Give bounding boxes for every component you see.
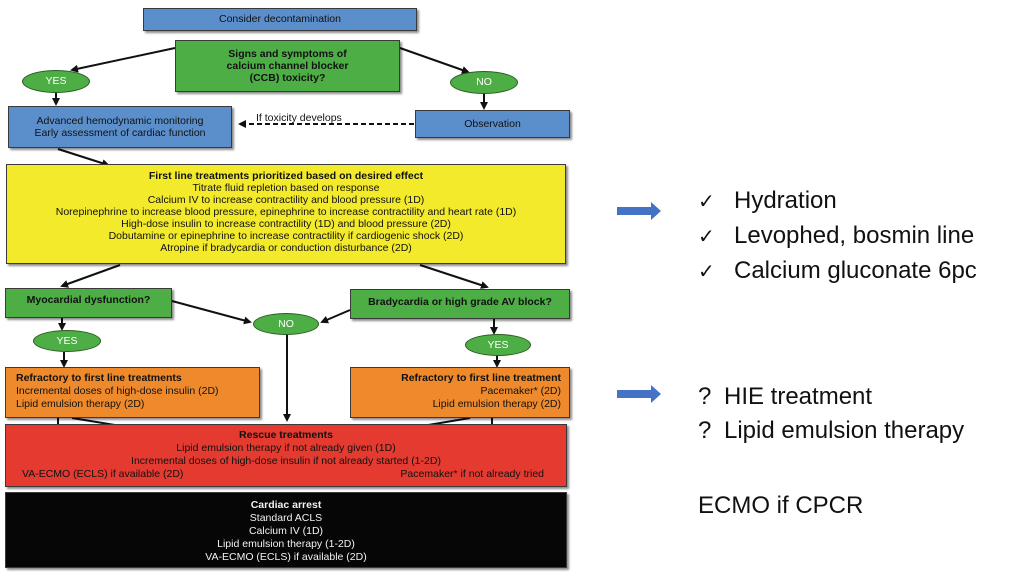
cardiac-arrest-item: Calcium IV (1D) <box>248 525 324 537</box>
monitoring-line-1: Advanced hemodynamic monitoring <box>36 115 204 127</box>
no-ellipse-top: NO <box>450 71 518 94</box>
arrow-signs-to-yes <box>70 47 176 73</box>
note-text: Calcium gluconate 6pc <box>734 257 977 284</box>
note-item-levophed: ✓ Levophed, bosmin line <box>698 219 977 254</box>
pointer-arrow-second <box>617 385 661 403</box>
first-line-item: Titrate fluid repletion based on respons… <box>192 182 380 194</box>
question-notes-list: ? HIE treatment ? Lipid emulsion therapy <box>698 380 964 448</box>
question-mark-icon: ? <box>698 383 712 410</box>
cardiac-arrest-item: VA-ECMO (ECLS) if available (2D) <box>205 551 367 563</box>
note-text: Levophed, bosmin line <box>734 222 975 249</box>
observation-box: Observation <box>415 110 570 138</box>
arrow-firstline-to-myocardial <box>60 264 121 288</box>
checked-notes-list: ✓ Hydration ✓ Levophed, bosmin line ✓ Calci… <box>698 184 977 289</box>
if-toxicity-develops-label: If toxicity develops <box>256 112 342 124</box>
refractory-right-item: Lipid emulsion therapy (2D) <box>432 398 561 410</box>
question-mark-icon: ? <box>698 417 712 444</box>
check-icon: ✓ <box>698 191 715 213</box>
check-icon: ✓ <box>698 226 715 248</box>
note-text: HIE treatment <box>724 383 873 410</box>
signs-line-3: (CCB) toxicity? <box>249 72 326 84</box>
rescue-item: Lipid emulsion therapy if not already gi… <box>176 442 396 454</box>
check-icon: ✓ <box>698 261 715 283</box>
rescue-treatments-box: Rescue treatments Lipid emulsion therapy… <box>5 424 567 487</box>
refractory-right-title: Refractory to first line treatment <box>401 372 561 384</box>
bradycardia-box: Bradycardia or high grade AV block? <box>350 289 570 319</box>
monitoring-line-2: Early assessment of cardiac function <box>34 127 206 139</box>
note-text: Hydration <box>734 187 837 214</box>
arrow-myocardial-to-no <box>171 300 252 325</box>
cardiac-arrest-box: Cardiac arrest Standard ACLS Calcium IV … <box>5 492 567 568</box>
yes-ellipse-right: YES <box>465 334 531 356</box>
rescue-left-item: VA-ECMO (ECLS) if available (2D) <box>22 468 184 480</box>
signs-line-1: Signs and symptoms of <box>228 48 347 60</box>
refractory-left-title: Refractory to first line treatments <box>16 372 182 384</box>
cardiac-arrest-title: Cardiac arrest <box>250 499 322 511</box>
pointer-arrow-first <box>617 202 661 220</box>
first-line-title: First line treatments prioritized based … <box>148 170 424 182</box>
myocardial-dysfunction-box: Myocardial dysfunction? <box>5 288 172 318</box>
note-item-lipid: ? Lipid emulsion therapy <box>698 414 964 448</box>
refractory-left-box: Refractory to first line treatments Incr… <box>5 367 260 418</box>
refractory-right-box: Refractory to first line treatment Pacem… <box>350 367 570 418</box>
yes-ellipse-top: YES <box>22 70 90 93</box>
ecmo-note: ECMO if CPCR <box>698 492 864 519</box>
note-item-calcium: ✓ Calcium gluconate 6pc <box>698 254 977 289</box>
arrow-bradycardia-to-no <box>320 309 351 324</box>
cardiac-arrest-item: Lipid emulsion therapy (1-2D) <box>217 538 355 550</box>
rescue-right-item: Pacemaker* if not already tried <box>400 468 544 480</box>
pointer-arrows <box>617 202 661 403</box>
refractory-left-item: Lipid emulsion therapy (2D) <box>16 398 145 410</box>
note-text: Lipid emulsion therapy <box>724 417 965 444</box>
no-ellipse-middle: NO <box>253 313 319 335</box>
first-line-item: High-dose insulin to increase contractil… <box>121 218 451 230</box>
first-line-item: Dobutamine or epinephrine to increase co… <box>108 230 464 242</box>
note-item-hydration: ✓ Hydration <box>698 184 977 219</box>
first-line-item: Calcium IV to increase contractility and… <box>147 194 425 206</box>
rescue-title: Rescue treatments <box>239 429 333 441</box>
first-line-item: Atropine if bradycardia or conduction di… <box>160 242 412 254</box>
arrow-firstline-to-bradycardia <box>419 264 489 289</box>
cardiac-arrest-item: Standard ACLS <box>249 512 323 524</box>
yes-ellipse-left: YES <box>33 330 101 352</box>
arrow-monitoring-to-firstline <box>57 148 110 167</box>
note-item-hie: ? HIE treatment <box>698 380 964 414</box>
signs-line-2: calcium channel blocker <box>226 60 349 72</box>
rescue-item: Incremental doses of high-dose insulin i… <box>131 455 441 467</box>
consider-decontamination-box: Consider decontamination <box>143 8 417 31</box>
ccb-toxicity-question-box: Signs and symptoms of calcium channel bl… <box>175 40 400 92</box>
first-line-treatments-box: First line treatments prioritized based … <box>6 164 566 264</box>
advanced-monitoring-box: Advanced hemodynamic monitoring Early as… <box>8 106 232 148</box>
first-line-item: Norepinephrine to increase blood pressur… <box>55 206 517 218</box>
refractory-right-item: Pacemaker* (2D) <box>480 385 561 397</box>
arrow-signs-to-no <box>399 47 470 74</box>
refractory-left-item: Incremental doses of high-dose insulin (… <box>16 385 219 397</box>
